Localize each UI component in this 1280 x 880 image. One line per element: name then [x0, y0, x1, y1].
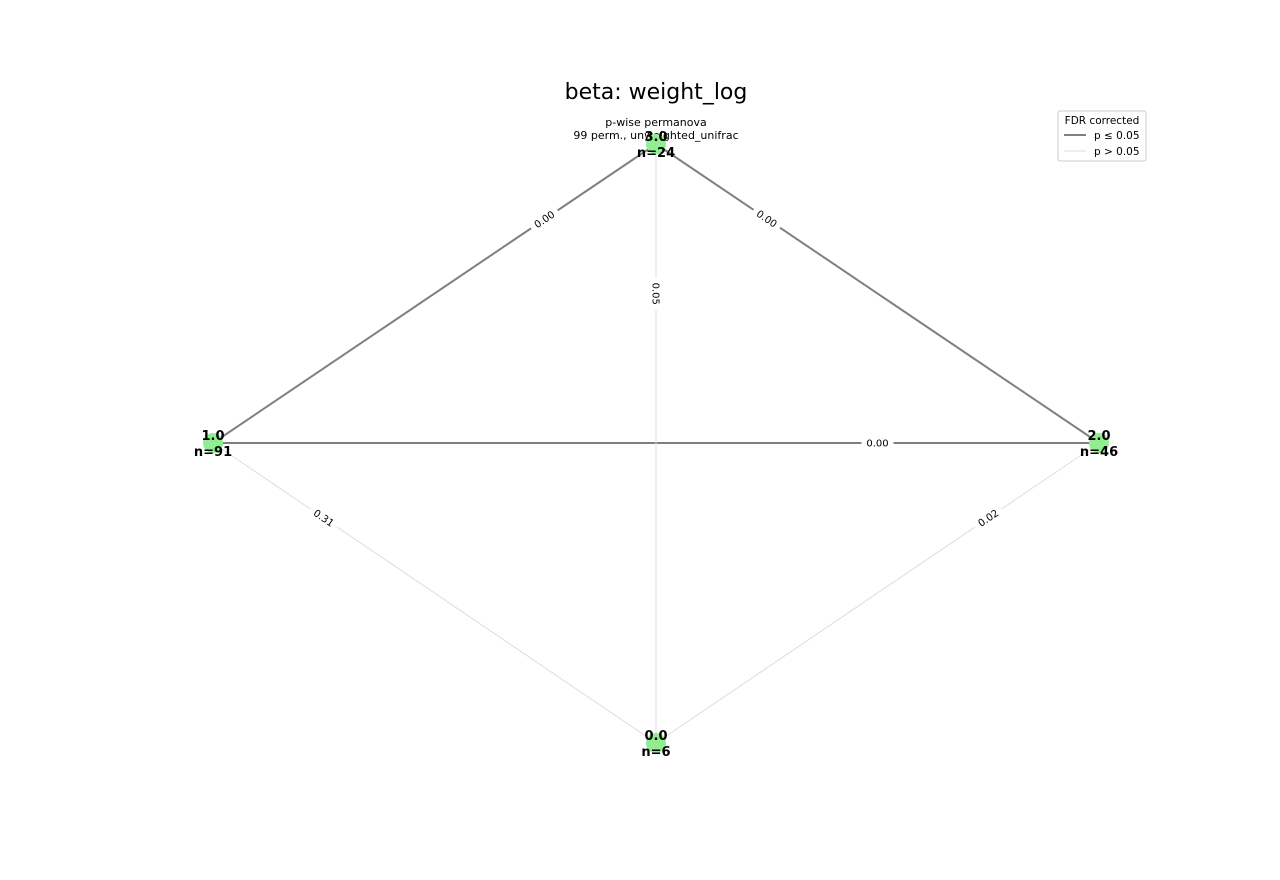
- edge-3.0-2.0: [655, 143, 1100, 444]
- edge-label-group-1.0-0.0: 0.31: [306, 503, 341, 533]
- node-sample-count: n=91: [194, 445, 232, 460]
- node-1.0: [203, 433, 223, 453]
- edge-1.0-3.0: [212, 143, 657, 444]
- node-sample-count: n=46: [1080, 445, 1118, 460]
- edge-label-background: [971, 503, 1006, 533]
- node-sample-count: n=24: [637, 146, 675, 161]
- edge-label-background: [306, 503, 341, 533]
- node-group-label: 3.0: [644, 130, 667, 145]
- edge-label-background: [649, 277, 663, 310]
- node-3.0: [646, 134, 666, 154]
- diagram-subtitle-line-1: p-wise permanova: [605, 116, 707, 129]
- edge-label-group-1.0-2.0: 0.00: [861, 436, 894, 450]
- legend-label-significant: p ≤ 0.05: [1094, 130, 1140, 142]
- edge-2.0-0.0: [655, 442, 1100, 744]
- edge-label-group-3.0-2.0: 0.00: [749, 203, 784, 234]
- legend-title: FDR corrected: [1065, 115, 1140, 127]
- node-2.0: [1089, 433, 1109, 453]
- edge-1.0-0.0: [212, 442, 657, 744]
- edge-label-group-3.0-0.0: 0.05: [649, 277, 663, 310]
- edges-layer: 0.00 0.00 0.00 0.05 0.31 0.02: [212, 143, 1100, 744]
- edge-label-group-2.0-0.0: 0.02: [971, 503, 1006, 533]
- node-0.0: [646, 733, 666, 753]
- edge-label-background: [861, 436, 894, 450]
- edge-label-group-1.0-3.0: 0.00: [527, 204, 562, 235]
- legend-box: [1057, 110, 1147, 162]
- diagram-title: beta: weight_log: [565, 80, 748, 105]
- node-sample-count: n=6: [641, 745, 670, 760]
- nodes-layer: 3.0n=24 1.0n=91 2.0n=46 0.0n=6: [194, 130, 1118, 760]
- legend-label-not-significant: p > 0.05: [1094, 146, 1140, 158]
- edge-label-background: [527, 204, 562, 235]
- node-group-label: 0.0: [644, 729, 667, 744]
- node-group-label: 2.0: [1087, 429, 1110, 444]
- node-group-label: 1.0: [201, 429, 224, 444]
- edge-label-background: [749, 203, 784, 234]
- legend: FDR corrected p ≤ 0.05 p > 0.05: [1057, 110, 1147, 162]
- edge-p-value-label: 0.00: [866, 439, 888, 450]
- edge-p-value-label: 0.05: [650, 283, 661, 305]
